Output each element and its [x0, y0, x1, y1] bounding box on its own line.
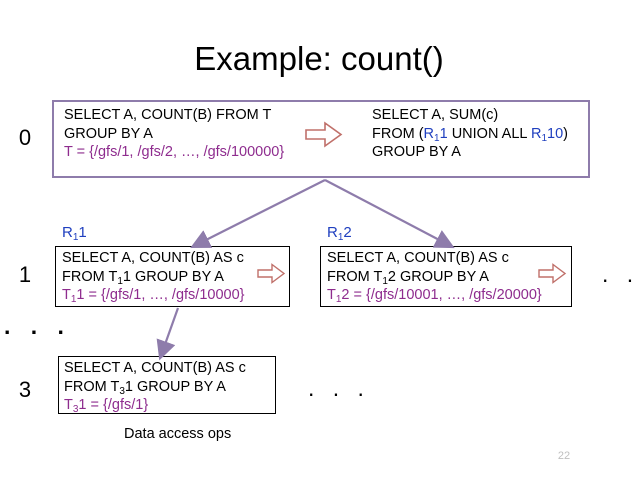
root-left-line2: GROUP BY A [64, 125, 153, 142]
r3-1-line2-from: FROM T [64, 378, 120, 395]
relation-r1-10-letter: R [530, 125, 542, 142]
relation-r1-1-num: 1 [439, 125, 448, 142]
ellipsis-levels: . . . [4, 313, 71, 339]
r1-2-line2-sub: 1 [382, 275, 388, 287]
r1-1-line3-rest: 1 = {/gfs/1, …, /gfs/10000} [76, 287, 245, 303]
level-label-0: 0 [18, 125, 32, 150]
subquery-box-r1-1 [55, 246, 290, 307]
relation-r1-1-sub: 1 [434, 132, 440, 144]
slide-number: 22 [557, 450, 571, 462]
r1-2-line2: FROM T12 GROUP BY A [327, 268, 542, 287]
r1-2-line3-sub: 1 [335, 294, 342, 305]
r3-1-line1: SELECT A, COUNT(B) AS c [64, 360, 246, 376]
caption-data-access-ops: Data access ops [124, 426, 232, 442]
r1-2-line3-t: T [327, 287, 336, 303]
r3-1-line3: T31 = {/gfs/1} [64, 396, 246, 415]
page-title: Example: count() [194, 40, 444, 77]
relation-r1-10: R110 [530, 125, 564, 144]
root-query-right-text: SELECT A, SUM(c) FROM (R11 UNION ALL R11… [372, 106, 568, 162]
root-query-left-text: SELECT A, COUNT(B) FROM T GROUP BY A T =… [64, 106, 284, 162]
r1-2-line3-rest: 2 = {/gfs/10001, …, /gfs/20000} [341, 287, 542, 303]
r1-2-line2-rest: 2 GROUP BY A [387, 268, 489, 285]
result-label-r1-2-letter: R [327, 224, 338, 241]
result-label-r1-1: R11 [62, 224, 87, 243]
r1-1-line2: FROM T11 GROUP BY A [62, 268, 245, 287]
subquery-box-r1-2 [320, 246, 572, 307]
root-right-union: UNION ALL [447, 125, 531, 142]
r1-2-line2-from: FROM T [327, 268, 383, 285]
r3-1-line3-sub: 3 [72, 404, 79, 415]
result-label-r1-1-sub: 1 [72, 232, 79, 243]
result-label-r1-1-num: 1 [78, 224, 87, 241]
r1-1-line2-sub: 1 [117, 275, 123, 287]
level-label-3: 3 [18, 377, 32, 402]
root-left-line3: T = {/gfs/1, /gfs/2, …, /gfs/100000} [64, 144, 285, 160]
r1-1-line3: T11 = {/gfs/1, …, /gfs/10000} [62, 286, 245, 305]
r3-1-line2: FROM T31 GROUP BY A [64, 378, 246, 397]
split-arrow-left [190, 179, 326, 248]
r1-1-line3-t: T [62, 287, 71, 303]
root-right-line3: GROUP BY A [372, 144, 461, 160]
r1-1-line2-rest: 1 GROUP BY A [122, 268, 224, 285]
r3-1-line3-t: T [64, 397, 73, 413]
relation-r1-1-letter: R [423, 125, 435, 142]
relation-r1-10-sub: 1 [541, 132, 547, 144]
r3-1-line3-rest: 1 = {/gfs/1} [78, 397, 149, 413]
subquery-r3-1-text: SELECT A, COUNT(B) AS c FROM T31 GROUP B… [64, 359, 246, 415]
r1-1-line1: SELECT A, COUNT(B) AS c [62, 250, 244, 266]
result-label-r1-1-letter: R [62, 224, 73, 241]
subquery-r1-1-text: SELECT A, COUNT(B) AS c FROM T11 GROUP B… [62, 249, 245, 305]
ellipsis-row1-right: . . . [602, 261, 638, 287]
r1-1-line2-from: FROM T [62, 268, 118, 285]
r1-2-line3: T12 = {/gfs/10001, …, /gfs/20000} [327, 286, 542, 305]
root-right-line2: FROM (R11 UNION ALL R110) [372, 125, 568, 144]
r1-1-line3-sub: 1 [70, 294, 77, 305]
subquery-r1-2-text: SELECT A, COUNT(B) AS c FROM T12 GROUP B… [327, 249, 542, 305]
root-left-line1: SELECT A, COUNT(B) FROM T [64, 107, 272, 123]
r3-1-line2-rest: 1 GROUP BY A [124, 378, 226, 395]
root-right-from: FROM ( [372, 125, 424, 142]
result-label-r1-2-num: 2 [343, 224, 352, 241]
split-arrow-down [156, 307, 180, 361]
level-label-1: 1 [18, 262, 32, 287]
subquery-box-r3-1 [58, 356, 276, 414]
relation-r1-1: R11 [423, 125, 448, 144]
result-label-r1-2: R12 [327, 224, 352, 243]
ellipsis-row3-right: . . . [308, 375, 370, 401]
r3-1-line2-sub: 3 [119, 385, 125, 397]
root-right-line1: SELECT A, SUM(c) [372, 107, 499, 123]
relation-r1-10-num: 10 [547, 125, 564, 142]
result-label-r1-2-sub: 1 [337, 232, 344, 243]
root-right-paren: ) [563, 125, 568, 142]
r1-2-line1: SELECT A, COUNT(B) AS c [327, 250, 509, 266]
